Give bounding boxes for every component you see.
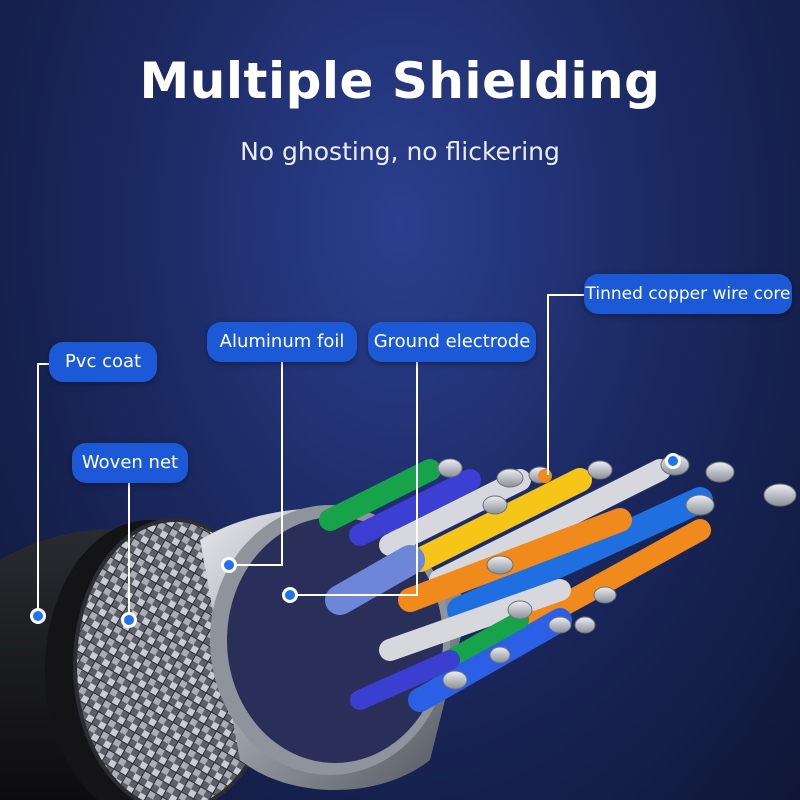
aluminum-foil-label: Aluminum foil [207, 322, 357, 362]
ground-electrode-label: Ground electrode [368, 322, 536, 362]
aluminum-foil-marker [221, 557, 237, 573]
woven-net-marker [121, 612, 137, 628]
tinned-copper-label: Tinned copper wire core [584, 274, 792, 314]
tinned-copper-marker [665, 453, 681, 469]
page-title: Multiple Shielding [139, 52, 661, 110]
woven-net-label: Woven net [72, 443, 188, 483]
page-subtitle: No ghosting, no flickering [240, 137, 560, 166]
ground-electrode-marker [282, 587, 298, 603]
pvc-coat-label: Pvc coat [49, 342, 157, 382]
pvc-coat-marker [30, 608, 46, 624]
